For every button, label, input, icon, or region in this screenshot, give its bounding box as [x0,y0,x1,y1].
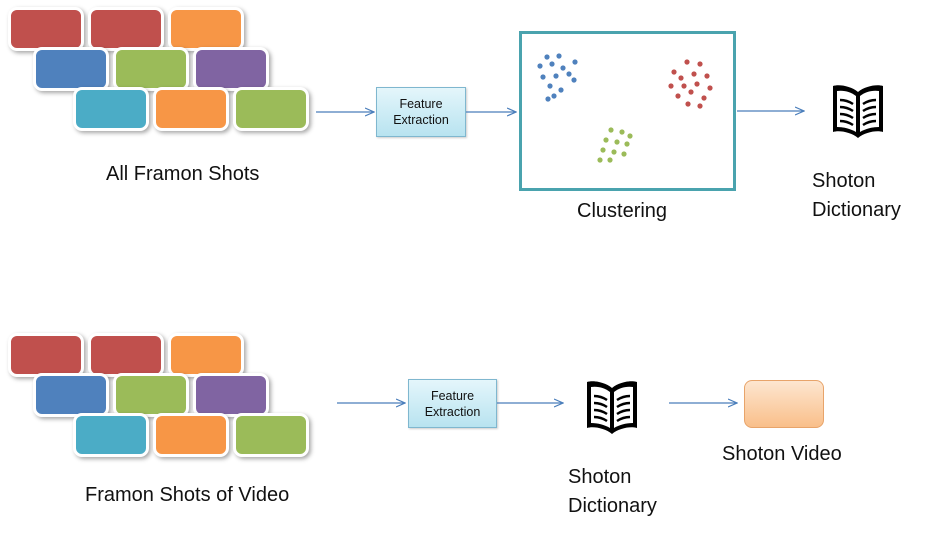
cluster-point [544,54,550,60]
bottom-shots-label: Framon Shots of Video [85,484,290,506]
cluster-point [668,83,674,89]
cluster-point [603,137,609,143]
clustering-label: Clustering [577,200,668,222]
feature-box-line1: Feature [430,388,475,403]
feature-box-line1: Feature [399,97,443,111]
shot-tile [88,7,164,51]
cluster-points [537,53,713,163]
shot-tile [73,413,149,457]
top-shots-label: All Framon Shots [106,163,260,185]
cluster-point [558,87,564,93]
cluster-point [551,93,557,99]
cluster-point [678,75,684,81]
cluster-point [685,101,691,107]
shot-tile [233,413,309,457]
cluster-point [614,139,620,145]
cluster-point [545,96,551,102]
cluster-point [556,53,562,59]
cluster-point [697,103,703,109]
shot-tile [73,87,149,131]
shot-tile [233,87,309,131]
shot-tile [33,47,109,91]
shot-tile [153,87,229,131]
shoton-video-box [744,380,824,428]
cluster-point [566,71,572,77]
shot-tile [153,413,229,457]
cluster-point [619,129,625,135]
cluster-point [681,83,687,89]
cluster-point [671,69,677,75]
cluster-point [621,151,627,157]
cluster-point [537,63,543,69]
cluster-point [571,77,577,83]
shot-tile [113,373,189,417]
cluster-point [547,83,553,89]
cluster-point [627,133,633,139]
cluster-point [572,59,578,65]
cluster-point [607,157,613,163]
cluster-point [611,149,617,155]
shoton-video-label: Shoton Video [722,443,842,465]
cluster-point [624,141,630,147]
cluster-point [597,157,603,163]
cluster-point [701,95,707,101]
cluster-point [691,71,697,77]
open-book-icon [587,381,637,434]
cluster-point [553,73,559,79]
shot-tile [88,333,164,377]
cluster-point [694,81,700,87]
feature-box-line2: Extraction [424,404,481,419]
cluster-point [688,89,694,95]
cluster-point [560,65,566,71]
clustering-box [519,31,736,191]
cluster-point [684,59,690,65]
shot-tile [113,47,189,91]
shot-tile [193,47,269,91]
cluster-point [540,74,546,80]
feature-box-line2: Extraction [393,113,449,127]
shot-tile [33,373,109,417]
cluster-point [675,93,681,99]
cluster-point [697,61,703,67]
cluster-point [600,147,606,153]
open-book-icon [833,85,883,138]
cluster-point [704,73,710,79]
cluster-point [707,85,713,91]
shot-tile [193,373,269,417]
cluster-point [608,127,614,133]
cluster-point [549,61,555,67]
